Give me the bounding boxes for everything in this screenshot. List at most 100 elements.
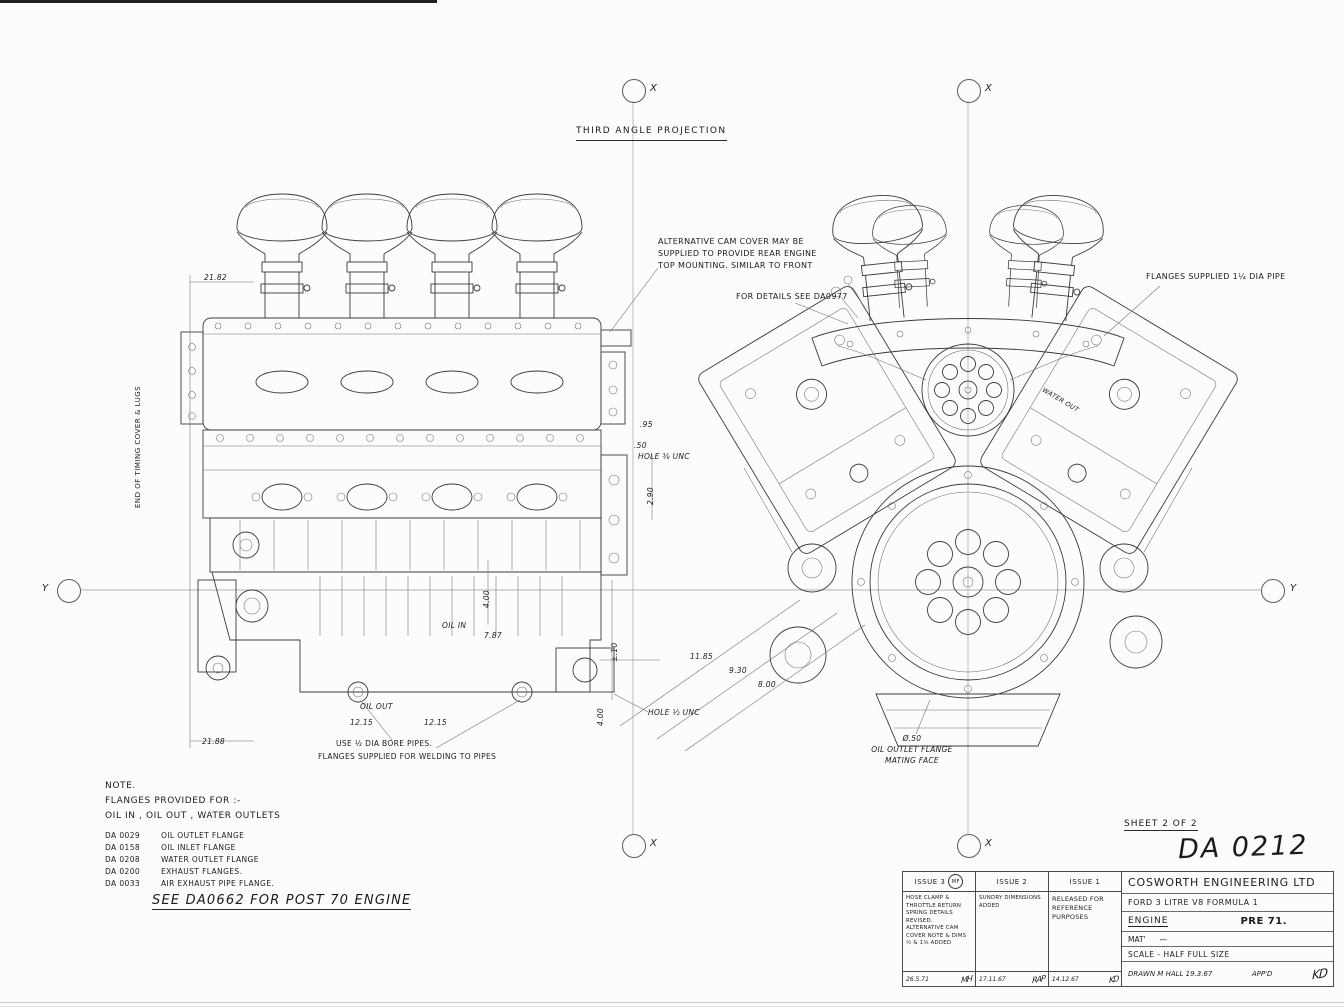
dim-787: 7.87	[484, 631, 502, 640]
oil-outlet-flange-label: Ø.50 OIL OUTLET FLANGE MATING FACE	[871, 734, 953, 765]
oil-out-label: OIL OUT	[360, 702, 393, 711]
issue-2-note: SUNDRY DIMENSIONS ADDED	[979, 895, 1041, 909]
issue-3-badge: MF	[948, 874, 964, 889]
note-item: DA 0208 WATER OUTLET FLANGE	[105, 855, 280, 864]
approved-signature: KD	[1311, 965, 1328, 983]
details-note: FOR DETAILS SEE DA0977	[736, 292, 848, 301]
see-also-note: SEE DA0662 FOR POST 70 ENGINE	[152, 893, 412, 910]
scan-edge-bottom2	[0, 1006, 1344, 1007]
issue-3-label: ISSUE 3	[914, 877, 946, 886]
dim-2182: 21.82	[204, 273, 227, 282]
crankcase-sump	[197, 454, 628, 703]
note-item-desc: WATER OUTLET FLANGE	[161, 855, 259, 864]
issue-column-2: ISSUE 2 SUNDRY DIMENSIONS ADDED 17.11.67…	[976, 872, 1049, 986]
dim-800: 8.00	[758, 680, 776, 689]
dim-400a: 4.00	[482, 590, 491, 608]
front-view-dim-lines	[619, 599, 931, 752]
issue-3-note: HOSE CLAMP & THROTTLE RETURN SPRING DETA…	[906, 895, 967, 947]
material-label: MAT'	[1128, 934, 1146, 944]
flywheel	[851, 465, 1085, 699]
issue-1-date: 14.12.67	[1052, 975, 1079, 983]
note-item-desc: AIR EXHAUST PIPE FLANGE.	[161, 879, 275, 888]
drawn-by: DRAWN M HALL 19.3.67	[1128, 970, 1213, 978]
issue-column-3: ISSUE 3 MF HOSE CLAMP & THROTTLE RETURN …	[903, 872, 976, 986]
note-line1: FLANGES PROVIDED FOR :-	[105, 796, 241, 806]
note-item-desc: EXHAUST FLANGES.	[161, 867, 243, 876]
dim-pm10: ±.10	[610, 642, 619, 662]
dim-095: .95	[640, 420, 653, 429]
drawing-subtitle: ENGINE	[1128, 916, 1169, 927]
issue-3-header: ISSUE 3 MF	[903, 872, 975, 892]
dim-1215a: 12.15	[350, 718, 373, 727]
side-view-leaders	[361, 267, 659, 749]
registration-label-x2: X	[985, 83, 992, 94]
issue-1-header: ISSUE 1	[1049, 872, 1121, 892]
registration-mark-top-right	[957, 79, 981, 103]
registration-mark-right	[1261, 579, 1285, 603]
dim-930: 9.30	[729, 666, 747, 675]
issue-2-header: ISSUE 2	[976, 872, 1048, 892]
registration-centre-lines	[80, 101, 1261, 834]
note-item-ref: DA 0029	[105, 831, 141, 840]
side-view-dim-lines	[189, 275, 660, 748]
registration-label-x4: X	[985, 838, 992, 849]
material-value: —	[1159, 934, 1168, 944]
note-item-desc: OIL OUTLET FLANGE	[161, 831, 245, 840]
use-pipes-note-l1: USE ½ DIA BORE PIPES.	[336, 739, 433, 748]
registration-mark-top-left	[622, 79, 646, 103]
issue-2-date: 17.11.67	[979, 975, 1006, 983]
registration-label-y2: Y	[1290, 583, 1297, 594]
note-item: DA 0033 AIR EXHAUST PIPE FLANGE.	[105, 879, 280, 888]
issue-3-footer: 26.5.71 MH	[903, 971, 975, 986]
cam-cover	[180, 317, 632, 431]
dim-1215b: 12.15	[424, 718, 447, 727]
registration-mark-bottom-right	[957, 834, 981, 858]
note-block: NOTE. FLANGES PROVIDED FOR :- OIL IN , O…	[105, 781, 280, 889]
title-block-company-section: COSWORTH ENGINEERING LTD FORD 3 LITRE V8…	[1122, 872, 1333, 986]
distributor	[921, 343, 1015, 437]
drawing-title: FORD 3 LITRE V8 FORMULA 1	[1128, 898, 1259, 907]
registration-mark-left	[57, 579, 81, 603]
end-of-timing-label: END OF TIMING COVER & LUGS	[134, 385, 142, 508]
oil-in-label: OIL IN	[442, 621, 467, 630]
engine-side-view	[180, 193, 660, 749]
note-item-ref: DA 0208	[105, 855, 141, 864]
issue-1-label: ISSUE 1	[1069, 877, 1101, 886]
scale-row: SCALE - HALF FULL SIZE	[1122, 947, 1333, 962]
dim-1185: 11.85	[690, 652, 713, 661]
sheet-label: SHEET 2 OF 2	[1124, 819, 1198, 831]
hole-38-label: HOLE ⅜ UNC	[638, 452, 690, 461]
drawing-number: DA 0212	[1177, 829, 1310, 866]
drawn-row: DRAWN M HALL 19.3.67 APP'D KD	[1122, 962, 1333, 986]
scale-value: SCALE - HALF FULL SIZE	[1128, 949, 1230, 959]
title-block: ISSUE 3 MF HOSE CLAMP & THROTTLE RETURN …	[902, 871, 1334, 987]
scan-edge-bottom1	[0, 1002, 1344, 1003]
cam-cover-note: ALTERNATIVE CAM COVER MAY BE SUPPLIED TO…	[658, 237, 817, 270]
issue-1-note: RELEASED FOR REFERENCE PURPOSES	[1052, 895, 1104, 922]
issue-1-footer: 14.12.67 KD	[1049, 971, 1121, 986]
issue-2-label: ISSUE 2	[996, 877, 1028, 886]
company-name-row: COSWORTH ENGINEERING LTD	[1122, 872, 1333, 894]
issue-1-signature: KD	[1108, 973, 1119, 985]
note-title: NOTE.	[105, 781, 136, 791]
registration-label-y1: Y	[42, 583, 49, 594]
issue-2-footer: 17.11.67 RAP	[976, 971, 1048, 986]
note-item-ref: DA 0158	[105, 843, 141, 852]
note-item-ref: DA 0033	[105, 879, 141, 888]
note-item: DA 0029 OIL OUTLET FLANGE	[105, 831, 280, 840]
dim-2188: 21.88	[202, 737, 225, 746]
note-item: DA 0200 EXHAUST FLANGES.	[105, 867, 280, 876]
registration-label-x3: X	[650, 838, 657, 849]
drawing-title-row: FORD 3 LITRE V8 FORMULA 1	[1122, 894, 1333, 912]
issue-columns: ISSUE 3 MF HOSE CLAMP & THROTTLE RETURN …	[903, 872, 1122, 986]
issue-3-signature: MH	[961, 973, 973, 985]
dim-050: .50	[634, 441, 647, 450]
dim-400b: 4.00	[596, 708, 605, 726]
note-item-ref: DA 0200	[105, 867, 141, 876]
projection-note: THIRD ANGLE PROJECTION	[576, 125, 727, 141]
era-label: PRE 71.	[1240, 916, 1287, 927]
hole-12-label: HOLE ½ UNC	[648, 708, 700, 717]
drawing-subtitle-row: ENGINE PRE 71.	[1122, 912, 1333, 932]
engine-front-view	[619, 190, 1241, 752]
